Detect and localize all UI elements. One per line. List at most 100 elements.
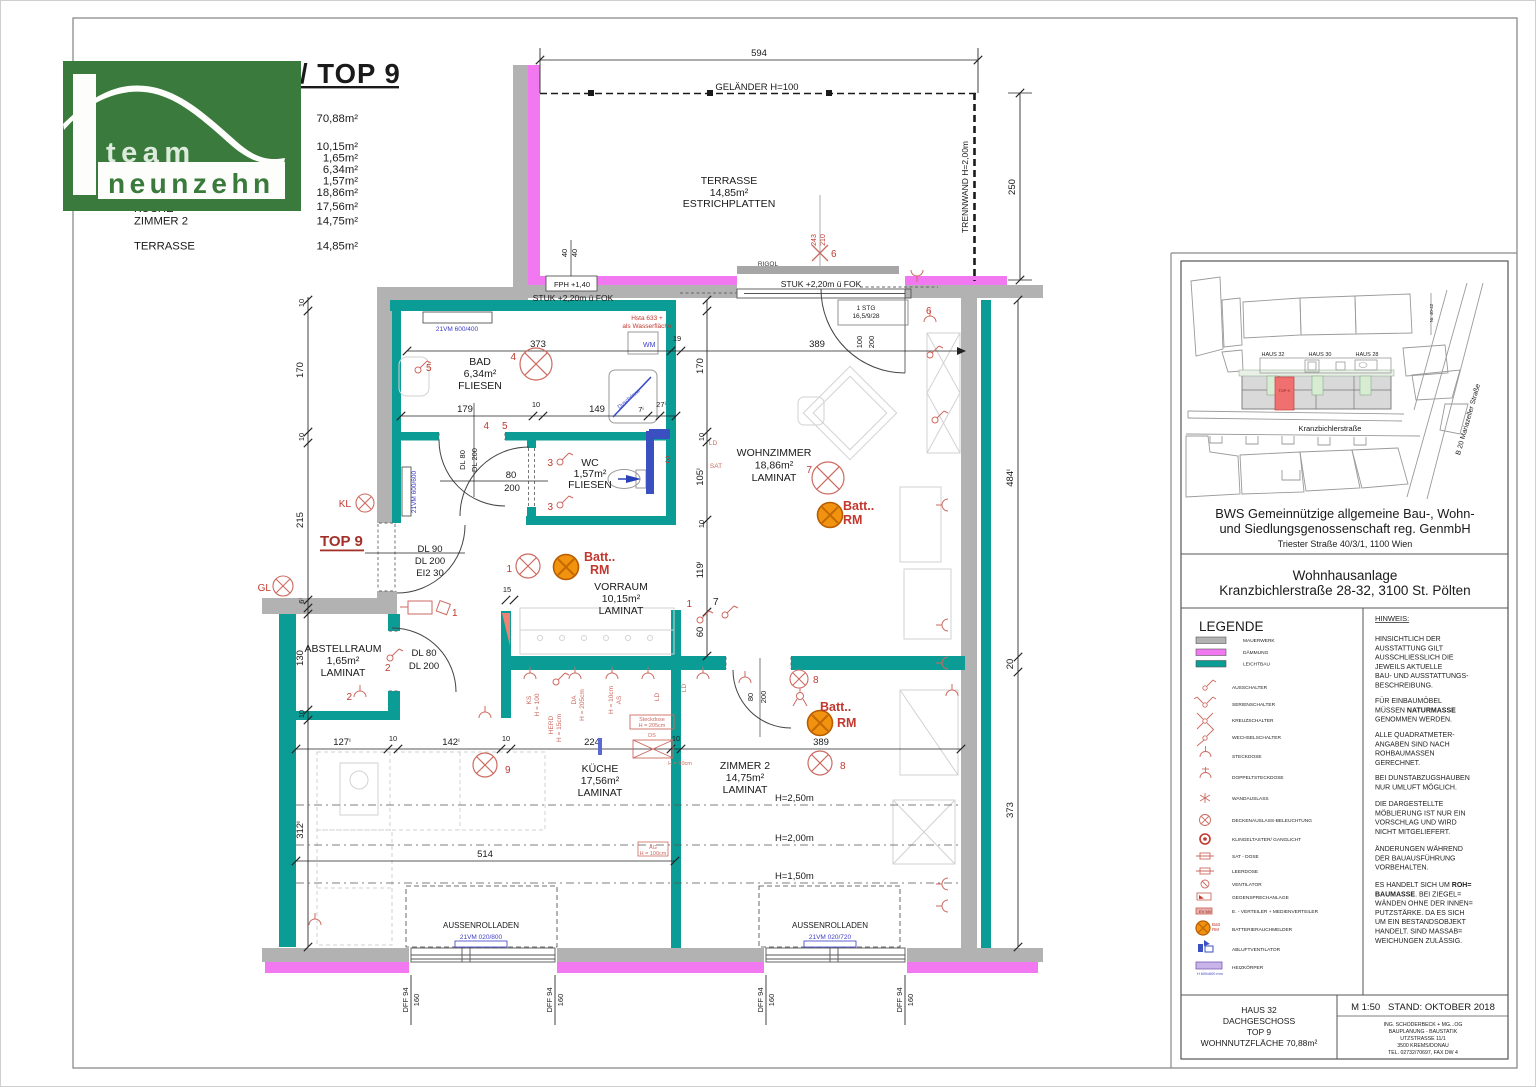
svg-text:1: 1 <box>686 599 692 610</box>
svg-text:ROHBAUMASSEN: ROHBAUMASSEN <box>1375 751 1435 758</box>
svg-text:H=1,50m: H=1,50m <box>775 871 814 882</box>
svg-text:LEICHTBAU: LEICHTBAU <box>1243 662 1270 668</box>
svg-text:FLIESEN: FLIESEN <box>568 479 612 491</box>
svg-text:TOP 9: TOP 9 <box>1278 388 1290 393</box>
svg-text:10: 10 <box>532 400 540 409</box>
svg-text:RM: RM <box>1212 927 1219 932</box>
svg-text:7ⁱ: 7ⁱ <box>638 405 644 414</box>
svg-text:WECHSELSCHALTER: WECHSELSCHALTER <box>1232 735 1281 741</box>
svg-text:VORBEHALTEN.: VORBEHALTEN. <box>1375 865 1429 872</box>
svg-text:8: 8 <box>813 675 819 686</box>
svg-text:10,15m²: 10,15m² <box>317 141 359 153</box>
svg-text:Kranzbichlerstraße: Kranzbichlerstraße <box>1299 424 1362 433</box>
svg-text:21VM 020/800: 21VM 020/800 <box>460 934 503 941</box>
svg-text:RIGOL: RIGOL <box>758 261 779 268</box>
svg-text:210: 210 <box>820 234 827 246</box>
svg-text:3500 KREMS/DONAU: 3500 KREMS/DONAU <box>1397 1043 1449 1049</box>
svg-text:DS: DS <box>648 733 656 739</box>
svg-text:HINSICHTLICH DER: HINSICHTLICH DER <box>1375 636 1441 643</box>
svg-text:DIE DARGESTELLTE: DIE DARGESTELLTE <box>1375 801 1444 808</box>
svg-text:BAD: BAD <box>469 356 491 368</box>
svg-text:AUSSENROLLADEN: AUSSENROLLADEN <box>443 921 519 930</box>
svg-text:RM: RM <box>590 563 609 577</box>
svg-text:NUR UMLUFT MÖGLICH.: NUR UMLUFT MÖGLICH. <box>1375 783 1457 791</box>
svg-text:21VM 020/720: 21VM 020/720 <box>809 934 852 941</box>
svg-text:Hsta 633 +: Hsta 633 + <box>631 315 663 322</box>
svg-text:TERRASSE: TERRASSE <box>134 241 195 253</box>
svg-text:10: 10 <box>697 433 706 441</box>
svg-text:SAT: SAT <box>710 463 722 470</box>
svg-text:FÜR EINBAUMÖBEL: FÜR EINBAUMÖBEL <box>1375 697 1442 705</box>
svg-text:160: 160 <box>412 994 421 1007</box>
svg-text:FPH +1,40: FPH +1,40 <box>554 280 590 289</box>
svg-text:8: 8 <box>840 761 846 772</box>
svg-text:40: 40 <box>560 249 569 257</box>
svg-text:AUSSCHALTER: AUSSCHALTER <box>1232 685 1268 691</box>
svg-text:UM EIN BESTANDSOBJEKT: UM EIN BESTANDSOBJEKT <box>1375 919 1467 926</box>
svg-text:21VM 600/600: 21VM 600/600 <box>411 470 418 513</box>
svg-text:AUSSCHLIESSLICH DIE: AUSSCHLIESSLICH DIE <box>1375 655 1454 662</box>
svg-text:160: 160 <box>767 994 776 1007</box>
svg-text:243: 243 <box>811 234 818 246</box>
svg-text:10: 10 <box>697 520 706 528</box>
svg-text:389: 389 <box>813 737 829 748</box>
svg-text:215: 215 <box>295 512 306 528</box>
svg-text:7: 7 <box>713 597 719 608</box>
svg-text:BAUPLANUNG - BAUSTATIK: BAUPLANUNG - BAUSTATIK <box>1389 1029 1458 1035</box>
svg-text:HAUS 32: HAUS 32 <box>1262 352 1285 358</box>
svg-text:E. - VERTEILER + MEDIENVERTEIL: E. - VERTEILER + MEDIENVERTEILER <box>1232 909 1319 915</box>
svg-text:WC: WC <box>581 457 599 469</box>
svg-text:neunzehn: neunzehn <box>108 168 275 199</box>
svg-text:VENTILATOR: VENTILATOR <box>1232 882 1262 888</box>
svg-text:DER BAUAUSFÜHRUNG: DER BAUAUSFÜHRUNG <box>1375 854 1456 862</box>
svg-text:LAMINAT: LAMINAT <box>578 787 623 799</box>
svg-text:18,86m²: 18,86m² <box>317 187 359 199</box>
svg-text:UTZSTRASSE 11/1: UTZSTRASSE 11/1 <box>1400 1036 1446 1042</box>
svg-text:1,65m²: 1,65m² <box>323 153 358 165</box>
svg-text:105ⁱ: 105ⁱ <box>695 468 706 486</box>
svg-text:BWS Gemeinnützige allgemeine B: BWS Gemeinnützige allgemeine Bau-, Wohn- <box>1215 506 1474 521</box>
svg-text:STUK +2,20m ü FOK: STUK +2,20m ü FOK <box>781 279 862 289</box>
svg-text:1,57m²: 1,57m² <box>323 176 358 188</box>
svg-text:17,56m²: 17,56m² <box>581 775 620 787</box>
svg-text:BATTERIERAUCHMELDER: BATTERIERAUCHMELDER <box>1232 927 1293 933</box>
svg-text:DA: DA <box>571 695 578 705</box>
svg-text:80: 80 <box>506 470 517 481</box>
svg-text:LAMINAT: LAMINAT <box>752 472 797 484</box>
svg-text:H = 90cm: H = 90cm <box>668 761 692 767</box>
svg-text:H = 100: H = 100 <box>534 693 541 716</box>
svg-text:TOP 9: TOP 9 <box>320 533 363 550</box>
svg-text:VORSCHLAG UND WIRD: VORSCHLAG UND WIRD <box>1375 820 1457 827</box>
svg-text:4: 4 <box>483 421 489 432</box>
svg-text:WÄNDEN OHNE DER INNEN=: WÄNDEN OHNE DER INNEN= <box>1375 900 1473 908</box>
svg-text:7: 7 <box>806 465 812 476</box>
svg-text:BEI DUNSTABZUGSHAUBEN: BEI DUNSTABZUGSHAUBEN <box>1375 775 1470 782</box>
svg-text:ESTRICHPLATTEN: ESTRICHPLATTEN <box>683 198 776 210</box>
svg-text:TERRASSE: TERRASSE <box>701 175 758 187</box>
svg-text:LD: LD <box>681 684 688 693</box>
svg-text:170: 170 <box>695 358 706 374</box>
svg-text:Batt..: Batt.. <box>843 499 874 513</box>
svg-text:GERECHNET.: GERECHNET. <box>1375 760 1420 767</box>
svg-text:5: 5 <box>426 363 432 374</box>
svg-text:3: 3 <box>547 458 553 469</box>
svg-text:H=2,00m: H=2,00m <box>775 833 814 844</box>
svg-text:JEWEILS AKTUELLE: JEWEILS AKTUELLE <box>1375 664 1443 671</box>
svg-text:ZIMMER 2: ZIMMER 2 <box>720 760 770 772</box>
svg-text:LEGENDE: LEGENDE <box>1199 619 1264 634</box>
svg-text:MÜSSEN NATURMASSE: MÜSSEN NATURMASSE <box>1375 706 1456 714</box>
svg-text:Triester Straße 40/3/1, 1100 W: Triester Straße 40/3/1, 1100 Wien <box>1278 539 1413 549</box>
svg-text:DÄMMUNG: DÄMMUNG <box>1243 649 1269 656</box>
svg-text:M 1:50 STAND: OKTOBER 2018: M 1:50 STAND: OKTOBER 2018 <box>1351 1002 1495 1013</box>
svg-text:1: 1 <box>452 608 458 619</box>
svg-text:100: 100 <box>855 336 864 349</box>
svg-text:10: 10 <box>297 710 306 718</box>
svg-text:H = 100cm: H = 100cm <box>640 851 667 857</box>
svg-text:Batt..: Batt.. <box>820 700 851 714</box>
svg-text:DECKENAUSLASS-BELEUCHTUNG: DECKENAUSLASS-BELEUCHTUNG <box>1232 818 1312 824</box>
svg-text:EI2 30: EI2 30 <box>416 568 443 579</box>
svg-text:130: 130 <box>295 650 306 666</box>
svg-text:RM: RM <box>837 716 856 730</box>
svg-text:LD: LD <box>709 440 718 447</box>
svg-text:ABSTELLRAUM: ABSTELLRAUM <box>304 643 381 655</box>
